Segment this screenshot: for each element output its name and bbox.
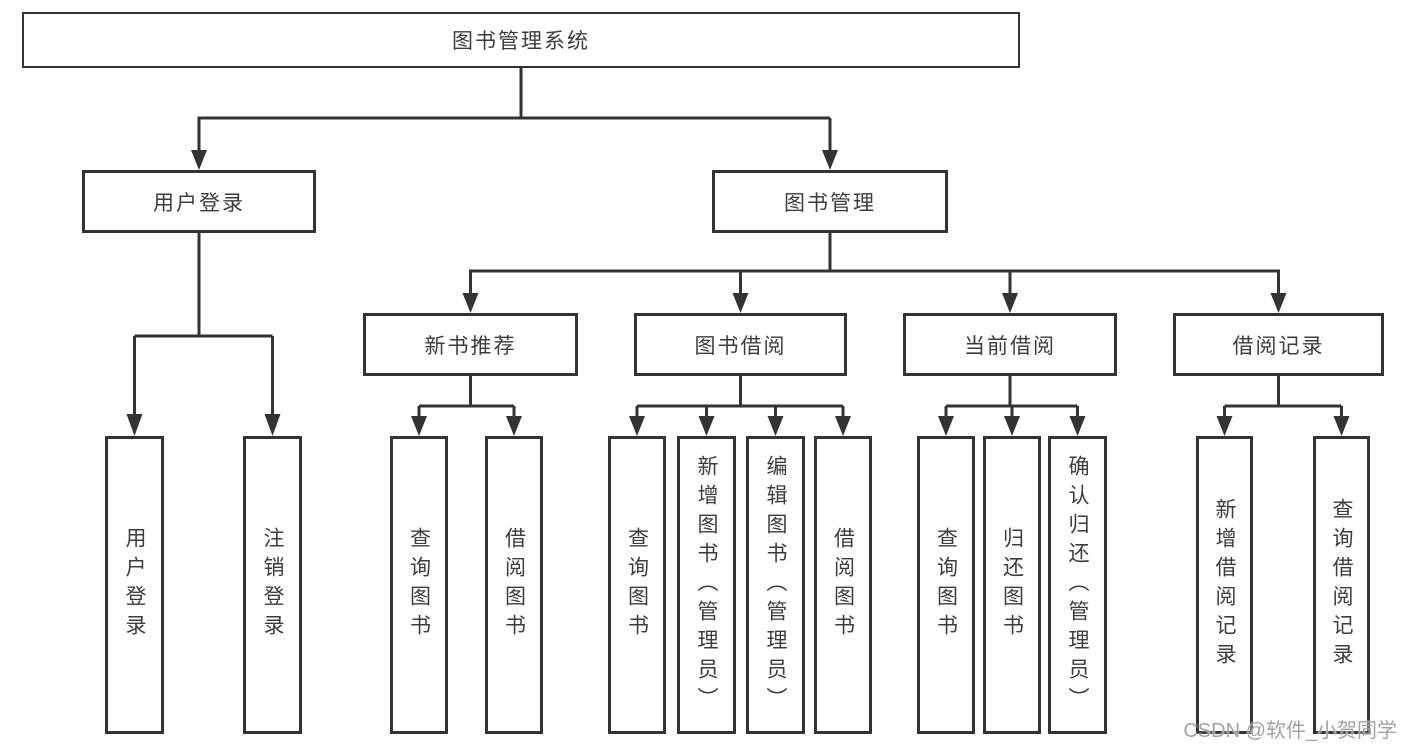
leaf-confirm-return-admin-label: 确认归还（管理员） <box>1066 454 1089 716</box>
leaf-logout-label: 注销登录 <box>261 527 284 643</box>
connector-userlogin-children <box>133 233 274 416</box>
leaf-confirm-return-admin: 确认归还（管理员） <box>1048 436 1107 734</box>
node-new-book-recommendation-label: 新书推荐 <box>424 334 517 358</box>
arrowheads-level3 <box>462 293 1287 313</box>
node-current-borrowing: 当前借阅 <box>903 313 1117 376</box>
node-book-management-label: 图书管理 <box>784 191 876 215</box>
node-book-borrowing: 图书借阅 <box>634 313 847 376</box>
leaf-query-borrow-record-label: 查询借阅记录 <box>1330 498 1353 672</box>
leaf-borrow-books-2-label: 借阅图书 <box>831 527 855 643</box>
leaf-query-books-1: 查询图书 <box>390 436 448 734</box>
leaf-borrow-books-1-label: 借阅图书 <box>502 527 526 643</box>
node-book-borrowing-label: 图书借阅 <box>694 334 787 358</box>
leaf-edit-books-admin-label: 编辑图书（管理员） <box>764 454 787 716</box>
leaf-query-books-3-label: 查询图书 <box>934 527 958 643</box>
leaf-return-books: 归还图书 <box>983 436 1041 734</box>
node-user-login: 用户登录 <box>82 170 316 233</box>
connector-bookmgmt-to-level3 <box>469 233 1280 295</box>
connector-newbook-children <box>417 376 516 418</box>
node-borrowing-records-label: 借阅记录 <box>1232 334 1325 358</box>
leaf-query-books-2-label: 查询图书 <box>625 527 649 643</box>
leaf-query-books-2: 查询图书 <box>608 436 666 734</box>
leaf-user-login-label: 用户登录 <box>123 527 146 643</box>
arrowheads-records-children <box>1216 416 1350 436</box>
leaf-return-books-label: 归还图书 <box>1000 527 1024 643</box>
node-current-borrowing-label: 当前借阅 <box>964 334 1056 358</box>
leaf-add-books-admin-label: 新增图书（管理员） <box>695 454 718 716</box>
leaf-query-books-1-label: 查询图书 <box>407 527 431 643</box>
connector-root-to-level2 <box>197 68 832 152</box>
leaf-borrow-books-1: 借阅图书 <box>485 436 543 734</box>
csdn-watermark: CSDN @软件_小贺同学 <box>1183 720 1397 742</box>
arrowheads-newbook-children <box>411 416 522 436</box>
arrowheads-borrow-children <box>629 416 851 436</box>
node-library-management-system: 图书管理系统 <box>22 12 1020 68</box>
connector-records-children <box>1223 376 1343 418</box>
leaf-add-borrow-record: 新增借阅记录 <box>1196 436 1253 734</box>
node-user-login-label: 用户登录 <box>153 191 245 215</box>
node-book-management: 图书管理 <box>712 170 948 233</box>
leaf-query-books-3: 查询图书 <box>917 436 975 734</box>
node-library-management-system-label: 图书管理系统 <box>452 30 590 53</box>
leaf-logout: 注销登录 <box>243 436 302 734</box>
connector-borrow-children <box>635 376 845 418</box>
leaf-add-borrow-record-label: 新增借阅记录 <box>1213 498 1236 672</box>
arrowheads-current-children <box>938 416 1086 436</box>
leaf-user-login: 用户登录 <box>105 436 164 734</box>
arrowheads-userlogin-children <box>126 414 281 436</box>
leaf-add-books-admin: 新增图书（管理员） <box>677 436 736 734</box>
leaf-query-borrow-record: 查询借阅记录 <box>1313 436 1370 734</box>
node-new-book-recommendation: 新书推荐 <box>363 313 578 376</box>
node-borrowing-records: 借阅记录 <box>1173 313 1384 376</box>
connector-current-children <box>944 376 1079 418</box>
leaf-edit-books-admin: 编辑图书（管理员） <box>746 436 805 734</box>
leaf-borrow-books-2: 借阅图书 <box>814 436 872 734</box>
arrowheads-level2 <box>191 150 838 170</box>
